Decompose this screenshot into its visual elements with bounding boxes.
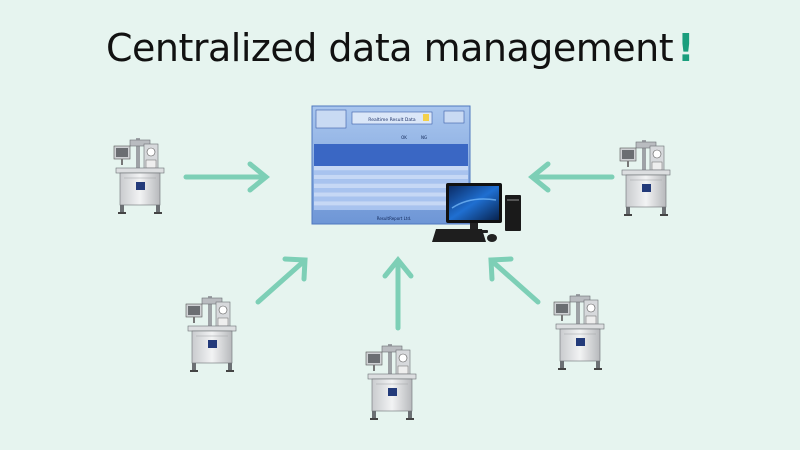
table-row bbox=[314, 192, 468, 197]
arrow-bottom-center bbox=[382, 256, 414, 331]
page-title: Centralized data management! bbox=[0, 26, 800, 70]
laser-machine-icon bbox=[185, 295, 237, 373]
table-row bbox=[314, 196, 468, 202]
arrow-right bbox=[528, 161, 615, 193]
table-row bbox=[314, 166, 468, 171]
arrow-bottom-left bbox=[255, 256, 308, 305]
title-mark: ! bbox=[677, 26, 694, 70]
table-row bbox=[314, 188, 468, 193]
laser-machine-icon bbox=[365, 343, 417, 421]
screen-ok-label: OK bbox=[401, 135, 407, 140]
table-row bbox=[314, 201, 468, 206]
table-row bbox=[314, 183, 468, 188]
table-row bbox=[314, 179, 468, 184]
screen-ng-label: NG bbox=[421, 135, 427, 140]
screen-table-rows bbox=[314, 166, 468, 210]
screen-header-label: Realtime Result Data bbox=[368, 117, 416, 123]
arrow-left bbox=[183, 161, 270, 193]
data-table-screen: Realtime Result Data OK NG ResultReport … bbox=[311, 105, 471, 225]
table-row bbox=[314, 174, 468, 180]
arrows-group bbox=[183, 161, 615, 331]
desktop-computer-icon bbox=[432, 183, 521, 242]
laser-machine-icon bbox=[619, 139, 671, 217]
laser-machine-icon bbox=[113, 137, 165, 215]
screen-footer-label: ResultReport Ltd. bbox=[377, 216, 412, 221]
title-text: Centralized data management bbox=[105, 26, 674, 70]
table-row bbox=[314, 205, 468, 210]
table-row bbox=[314, 170, 468, 175]
arrow-bottom-right bbox=[488, 256, 541, 305]
laser-machine-icon bbox=[553, 293, 605, 371]
